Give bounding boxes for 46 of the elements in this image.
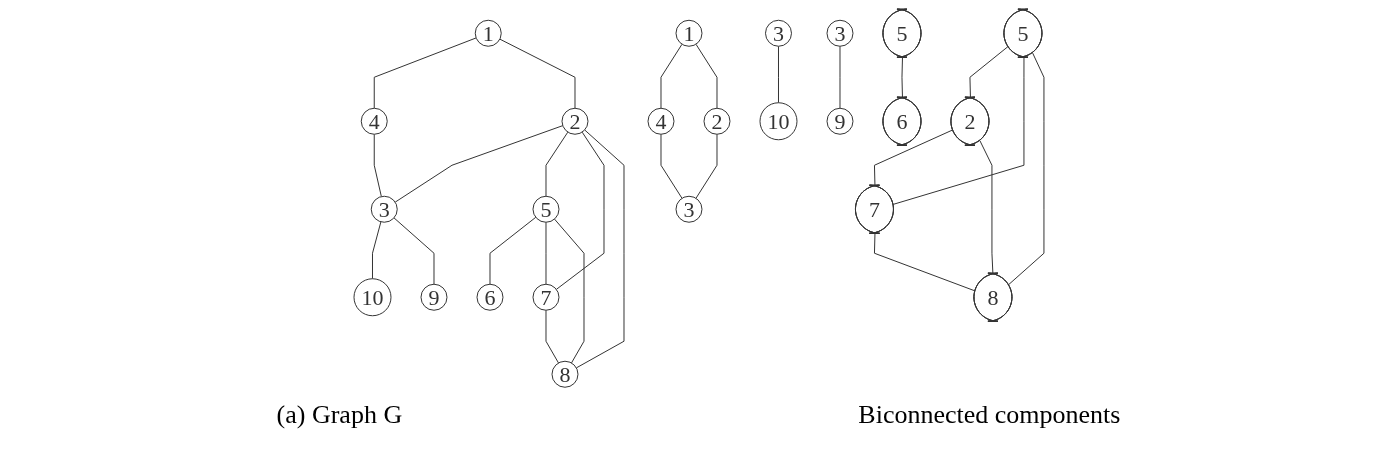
node-circle: 1	[675, 19, 702, 47]
connector	[555, 131, 605, 290]
connector	[839, 45, 840, 109]
connector	[695, 43, 717, 109]
connector	[553, 218, 585, 364]
node-circle: 4	[360, 107, 388, 135]
node-circle: 10	[353, 278, 392, 317]
node-circle: 3	[826, 19, 853, 47]
connector	[969, 46, 1009, 99]
connector	[545, 131, 568, 197]
connector	[393, 217, 435, 285]
connector	[695, 133, 717, 199]
connector	[1007, 52, 1044, 286]
node-circle: 3	[764, 19, 792, 47]
node-circle: 9	[420, 283, 448, 311]
connector	[873, 129, 953, 187]
connector	[371, 221, 381, 280]
connector	[394, 125, 563, 203]
connector	[901, 57, 903, 99]
node-circle: 8	[551, 360, 579, 388]
node-circle: 9	[826, 107, 853, 135]
connector	[498, 38, 576, 109]
connector	[660, 43, 683, 109]
connector	[575, 129, 625, 369]
connector	[979, 140, 993, 275]
connector	[489, 216, 536, 285]
node-circle: 6	[476, 283, 504, 311]
connector	[545, 309, 559, 364]
node-circle: 2	[561, 107, 589, 135]
connector	[777, 45, 779, 104]
node-circle: 7	[532, 283, 560, 311]
connector	[873, 233, 976, 292]
node-circle: 3	[675, 195, 702, 223]
node-circle: 1	[474, 19, 502, 47]
connector	[660, 133, 683, 199]
node-circle: 5	[532, 195, 560, 223]
connector	[545, 221, 547, 285]
node-circle: 4	[647, 107, 674, 135]
connector	[892, 57, 1024, 205]
node-circle: 10	[759, 102, 797, 141]
node-circle: 3	[370, 195, 398, 223]
caption-text: (a) Graph G	[276, 400, 403, 430]
connector	[373, 37, 477, 109]
node-circle: 2	[703, 107, 730, 135]
caption-text: Biconnected components	[858, 400, 1121, 430]
connector	[373, 133, 382, 198]
